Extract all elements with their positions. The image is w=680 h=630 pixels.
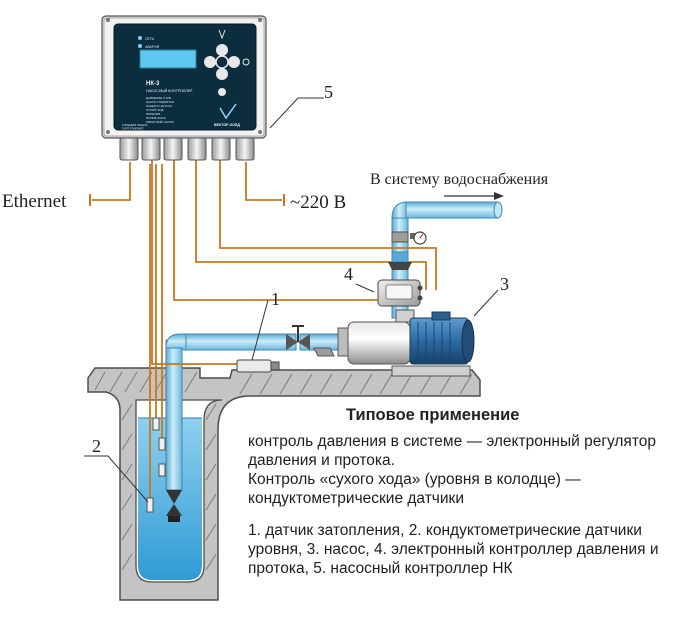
controller-status-1: АВАРИЯ [145, 45, 160, 49]
caption-title: Типовое применение [346, 406, 520, 424]
foot-valve [166, 490, 182, 522]
controller-menu-0: ДАВЛЕНИЕ СТАБ [146, 96, 171, 100]
callout-1: 1 [271, 289, 280, 309]
controller-logo-text: ВЕКТОР-ХОЛД [214, 123, 240, 127]
callout-4: 4 [344, 264, 353, 284]
pressure-flow-controller [377, 251, 423, 307]
controller-menu-5: ПОЛИВ ЗОНА [146, 116, 166, 120]
ethernet-label: Ethernet [2, 191, 67, 212]
cable-glands [119, 137, 255, 161]
flood-sensor [236, 359, 280, 373]
water-system-label: В систему водоснабжения [370, 171, 549, 188]
level-sensors [146, 417, 166, 513]
controller-bottom-0: ТОРЦЕВАЯ ПАНЕЛЬ [122, 123, 148, 127]
caption-pressure-control: контроль давления в системе — электронны… [248, 433, 656, 469]
caption-dry-run-control: Контроль «сухого хода» (уровня в колодце… [248, 471, 581, 507]
pump [337, 309, 475, 377]
controller-menu-4: ПЕРЕЛИВ [146, 112, 160, 116]
callout-2: 2 [92, 436, 101, 456]
controller-status-0: СЕТЬ [145, 37, 155, 41]
controller-bottom-1: ПОРТ ETHERNET [122, 127, 144, 131]
controller-menu-6: ОБРАТНЫЙ НАСОС [146, 120, 175, 124]
controller-brand: НК-3 [146, 81, 160, 87]
callout-5: 5 [324, 82, 333, 102]
controller-menu-3: СУХОЙ ХОД [146, 108, 163, 112]
well-water [138, 418, 202, 580]
pump-controller [101, 15, 267, 139]
application-caption: Типовое применение контроль давления в с… [248, 406, 678, 578]
pressure-gauge [391, 231, 427, 245]
controller-menu-1: НАСОС ПОДПИТКИ [146, 100, 174, 104]
flow-arrow [444, 192, 504, 200]
wires [92, 160, 437, 500]
controller-subtitle: НАСОСНЫЙ КОНТРОЛЛЕР [146, 89, 193, 93]
inlet-valve [286, 325, 335, 357]
callout-lines [84, 97, 499, 503]
caption-legend: 1. датчик затопления, 2. кондуктометриче… [248, 522, 659, 577]
controller-menu-2: ЗАЩИТА НАСОСА [146, 104, 172, 108]
power-label: ~220 В [290, 192, 346, 213]
callout-3: 3 [500, 274, 509, 294]
